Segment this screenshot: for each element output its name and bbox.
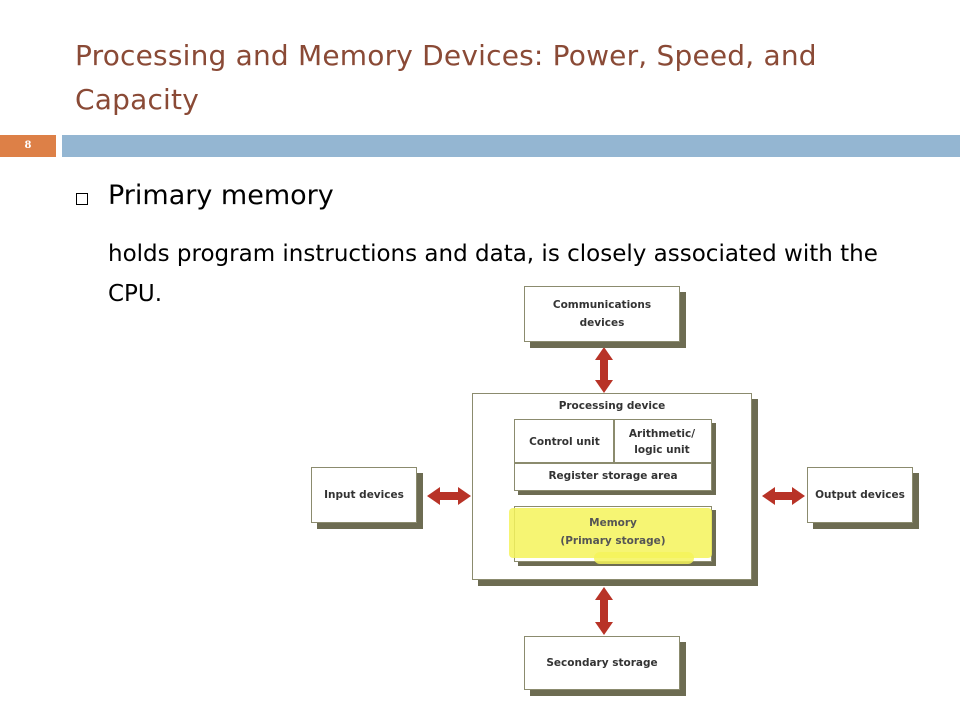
bullet-square-icon — [76, 193, 88, 205]
arrow-processing-secondary — [595, 587, 613, 635]
bullet-body-text: holds program instructions and data, is … — [108, 241, 878, 307]
memory-highlight-tail — [594, 552, 694, 564]
primary-storage-label: (Primary storage) — [560, 535, 666, 547]
processing-device-label: Processing device — [558, 400, 666, 412]
control-unit-label: Control unit — [529, 435, 600, 448]
slide-title: Processing and Memory Devices: Power, Sp… — [75, 39, 817, 116]
title-rule — [62, 135, 960, 157]
bullet-heading: Primary memory — [108, 180, 334, 211]
output-devices-box: Output devices — [807, 467, 913, 523]
alu-label: Arithmetic/ logic unit — [628, 427, 696, 456]
communications-devices-box: Communications devices — [524, 286, 680, 342]
slide-number: 8 — [0, 135, 56, 157]
cpu-divider-v — [613, 419, 615, 462]
arrow-comm-processing — [595, 347, 613, 393]
arrow-processing-output — [762, 487, 805, 505]
arrow-input-processing — [427, 487, 471, 505]
input-devices-box: Input devices — [311, 467, 417, 523]
cpu-divider-h — [514, 462, 712, 464]
register-storage-label: Register storage area — [548, 470, 678, 482]
memory-label: Memory — [589, 517, 637, 529]
secondary-storage-box: Secondary storage — [524, 636, 680, 690]
memory-highlight — [509, 508, 712, 558]
